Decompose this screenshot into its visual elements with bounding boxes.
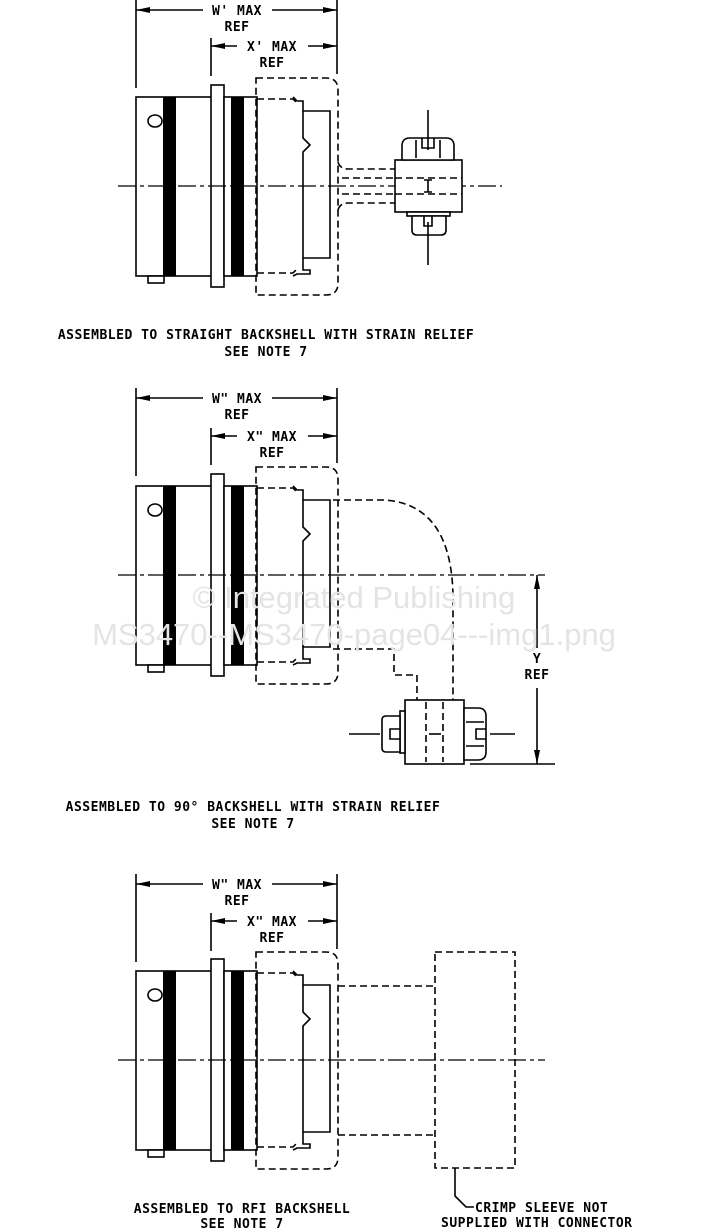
figure-note: SEE NOTE 7 — [200, 1217, 283, 1232]
dim-y-label: Y — [533, 652, 541, 667]
dim-w-label: W' MAX — [212, 4, 262, 19]
dim-w-ref: REF — [225, 408, 250, 423]
dim-x-ref: REF — [260, 931, 285, 946]
dim-x-ref: REF — [260, 56, 285, 71]
figure-straight-backshell: W' MAX REF X' MAX REF ASSEMBLED TO STRAI… — [58, 0, 502, 360]
rfi-tube — [338, 985, 435, 1136]
leader-text-line1: CRIMP SLEEVE NOT — [475, 1201, 608, 1216]
leader-line — [454, 1168, 474, 1208]
dim-x-label: X" MAX — [247, 915, 297, 930]
dim-w-label: W" MAX — [212, 878, 262, 893]
figure-caption: ASSEMBLED TO STRAIGHT BACKSHELL WITH STR… — [58, 328, 474, 343]
dim-w-ref: REF — [225, 20, 250, 35]
dim-x-label: X" MAX — [247, 430, 297, 445]
elbow-backshell — [333, 499, 454, 700]
dim-w-ref: REF — [225, 894, 250, 909]
dim-w-label: W" MAX — [212, 392, 262, 407]
figure-note: SEE NOTE 7 — [211, 817, 294, 832]
dim-x-ref: REF — [260, 446, 285, 461]
backshell-outline — [255, 466, 339, 685]
figure-note: SEE NOTE 7 — [224, 345, 307, 360]
backshell-outline — [255, 951, 339, 1170]
watermark-line2: MS3470--MS3470-page04---img1.png — [92, 617, 616, 652]
watermark-line1: © Integrated Publishing — [193, 580, 516, 615]
figure-90-backshell: W" MAX REF X" MAX REF Y REF ASSEMBL — [66, 388, 555, 832]
figure-rfi-backshell: W" MAX REF X" MAX REF CRIMP SLEEVE NOT S… — [118, 874, 633, 1232]
leader-text-line2: SUPPLIED WITH CONNECTOR — [441, 1216, 633, 1231]
dim-y-ref: REF — [525, 668, 550, 683]
strain-relief-clamp — [394, 110, 463, 265]
dim-x-label: X' MAX — [247, 40, 297, 55]
figure-caption: ASSEMBLED TO RFI BACKSHELL — [134, 1202, 351, 1217]
figure-caption: ASSEMBLED TO 90° BACKSHELL WITH STRAIN R… — [66, 800, 441, 815]
strain-relief-clamp — [349, 699, 515, 765]
backshell-outline — [255, 77, 339, 296]
